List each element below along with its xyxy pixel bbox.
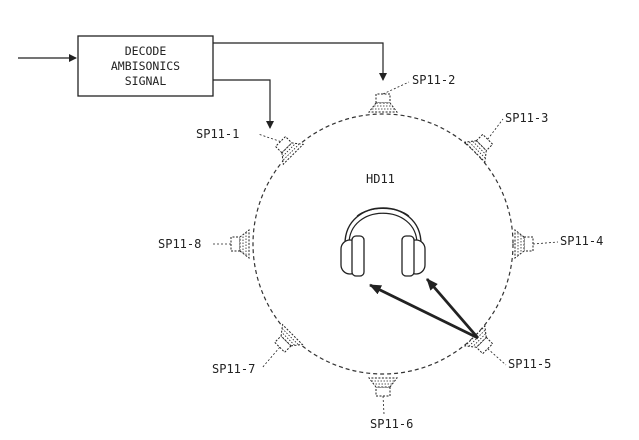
headphones-icon xyxy=(341,208,425,276)
speaker-label-sp11-5: SP11-5 xyxy=(508,357,551,371)
decoder-label: DECODE AMBISONICS SIGNAL xyxy=(78,36,213,96)
sound-path-right-ear-arrow xyxy=(427,279,478,338)
output-line-sp11-2 xyxy=(213,43,383,80)
leader-line-sp11-6 xyxy=(383,396,384,414)
speaker-label-sp11-4: SP11-4 xyxy=(560,234,603,248)
leader-line-sp11-5 xyxy=(488,349,506,365)
decoder-line-1: DECODE xyxy=(125,44,167,59)
output-line-sp11-1 xyxy=(213,80,270,128)
speaker-label-sp11-8: SP11-8 xyxy=(158,237,201,251)
speaker-icon-sp11-6 xyxy=(369,378,397,396)
speaker-icon-sp11-5 xyxy=(465,326,498,359)
leader-line-sp11-7 xyxy=(262,347,280,368)
speaker-icon-sp11-8 xyxy=(231,230,249,258)
sound-path-left-ear-arrow xyxy=(370,285,478,338)
speaker-icon-sp11-7 xyxy=(270,325,303,358)
speaker-label-sp11-2: SP11-2 xyxy=(412,73,455,87)
leader-line-sp11-1 xyxy=(258,134,281,142)
leader-line-sp11-4 xyxy=(533,242,558,244)
leader-line-sp11-2 xyxy=(383,82,409,94)
speaker-label-sp11-1: SP11-1 xyxy=(196,127,239,141)
speaker-icon-sp11-3 xyxy=(465,129,498,162)
leader-line-sp11-3 xyxy=(488,119,503,139)
speaker-icon-sp11-4 xyxy=(515,230,533,258)
speaker-label-sp11-3: SP11-3 xyxy=(505,111,548,125)
speaker-icon-sp11-2 xyxy=(369,94,397,112)
decoder-line-2: AMBISONICS xyxy=(111,59,180,74)
speakers-layer xyxy=(212,82,558,414)
headphones-label: HD11 xyxy=(366,172,395,186)
decoder-line-3: SIGNAL xyxy=(125,74,167,89)
speaker-icon-sp11-1 xyxy=(271,132,304,165)
speaker-label-sp11-6: SP11-6 xyxy=(370,417,413,431)
speaker-label-sp11-7: SP11-7 xyxy=(212,362,255,376)
